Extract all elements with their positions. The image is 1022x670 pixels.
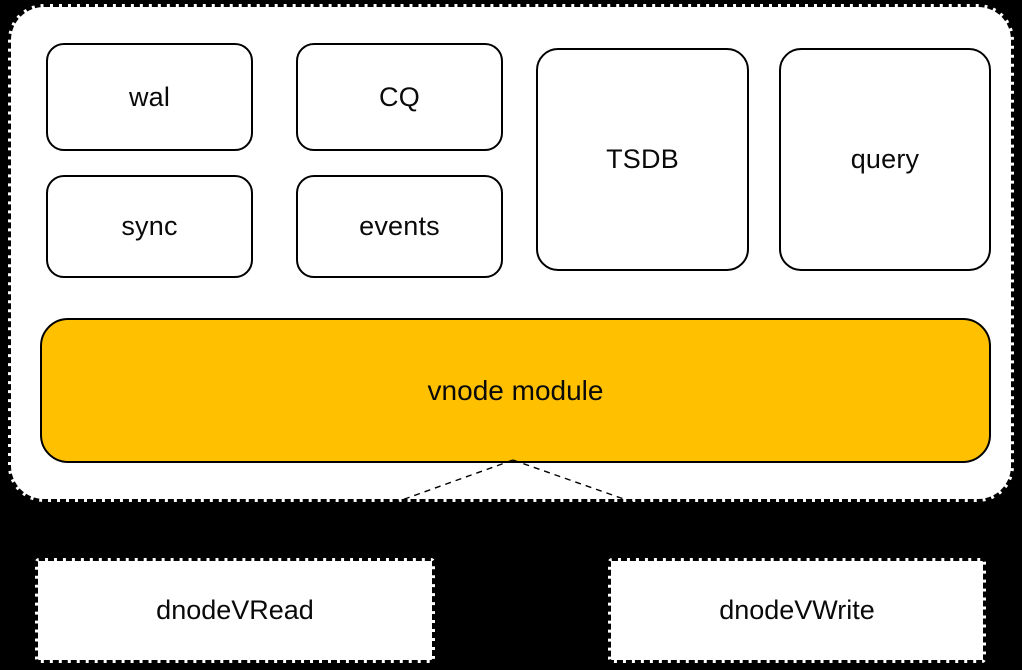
module-box-wal: wal bbox=[46, 43, 253, 151]
module-box-sync: sync bbox=[46, 175, 253, 278]
module-label-sync: sync bbox=[121, 211, 178, 241]
vnode-module-bar: vnode module bbox=[40, 318, 991, 463]
module-box-cq: CQ bbox=[296, 43, 503, 151]
dnode-vwrite-label: dnodeVWrite bbox=[719, 595, 875, 625]
dnode-vread-box: dnodeVRead bbox=[35, 558, 435, 663]
module-box-query: query bbox=[779, 48, 991, 271]
module-box-events: events bbox=[296, 175, 503, 278]
module-label-query: query bbox=[850, 144, 920, 174]
module-label-events: events bbox=[359, 211, 440, 241]
dnode-vread-label: dnodeVRead bbox=[156, 595, 314, 625]
dnode-vwrite-box: dnodeVWrite bbox=[608, 558, 986, 663]
module-label-wal: wal bbox=[128, 81, 171, 112]
vnode-group-container: wal CQ sync events TSDB query vnode modu… bbox=[8, 4, 1014, 502]
module-box-tsdb: TSDB bbox=[536, 48, 749, 271]
module-label-cq: CQ bbox=[379, 81, 420, 112]
vnode-module-label: vnode module bbox=[427, 374, 604, 406]
module-label-tsdb: TSDB bbox=[606, 144, 679, 174]
